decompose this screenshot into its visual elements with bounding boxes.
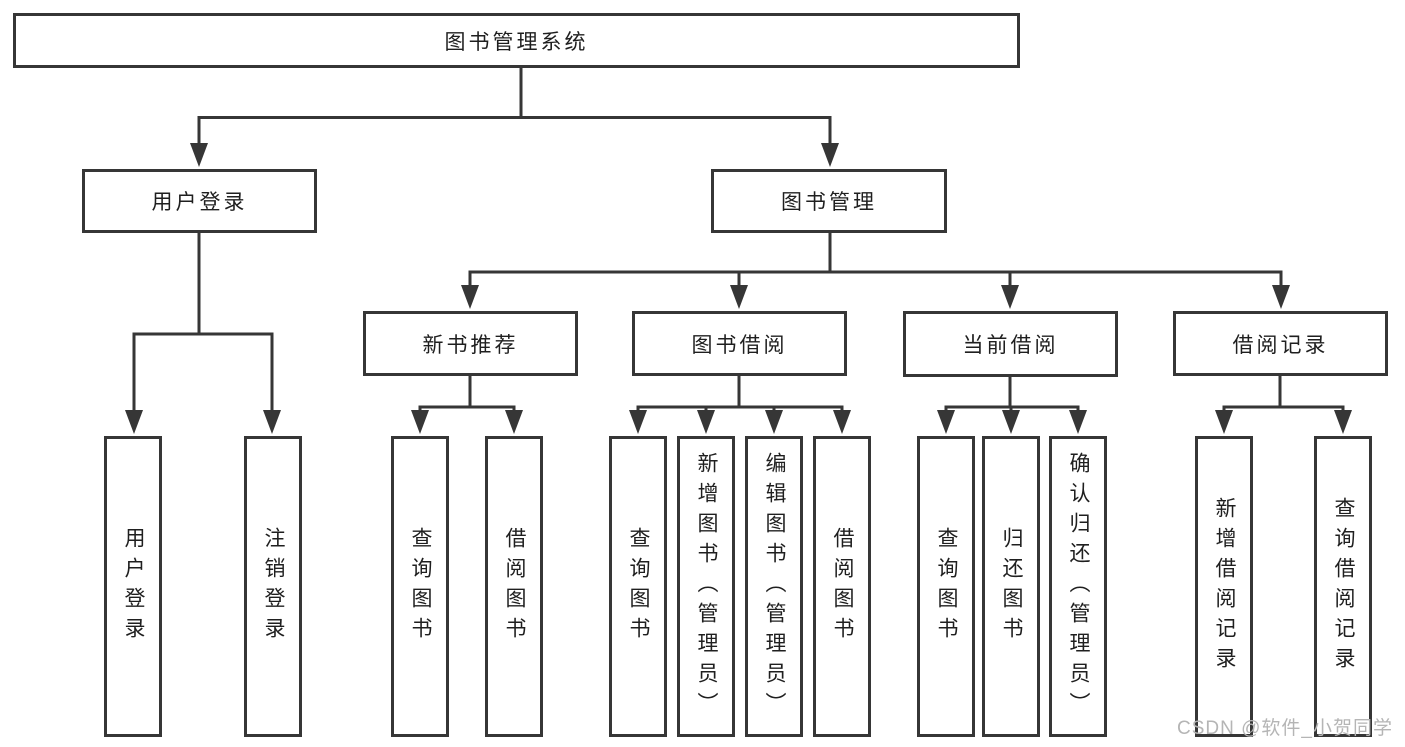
connector-lines [132,68,1345,414]
leaf-recommend-query-books: 查询图书 [391,436,449,737]
node-book-management-group: 图书管理 [711,169,947,233]
leaf-recommend-borrow-books: 借阅图书 [485,436,543,737]
leaf-borrowing-query-books: 查询图书 [609,436,667,737]
leaf-current-query-books: 查询图书 [917,436,975,737]
leaf-user-login: 用户登录 [104,436,162,737]
leaf-current-return-books: 归还图书 [982,436,1040,737]
node-user-login-group: 用户登录 [82,169,317,233]
leaf-records-add-record: 新增借阅记录 [1195,436,1253,737]
node-current-borrowing: 当前借阅 [903,311,1118,377]
leaf-records-query-record: 查询借阅记录 [1314,436,1372,737]
node-borrowing-records: 借阅记录 [1173,311,1388,376]
leaf-borrowing-add-books-admin: 新增图书（管理员） [677,436,735,737]
leaf-borrowing-edit-books-admin: 编辑图书（管理员） [745,436,803,737]
node-book-borrowing: 图书借阅 [632,311,847,376]
arrowhead-icons [125,143,1352,434]
node-root-system: 图书管理系统 [13,13,1020,68]
node-new-book-recommend: 新书推荐 [363,311,578,376]
leaf-current-confirm-return-admin: 确认归还（管理员） [1049,436,1107,737]
leaf-borrowing-borrow-books: 借阅图书 [813,436,871,737]
leaf-logout: 注销登录 [244,436,302,737]
